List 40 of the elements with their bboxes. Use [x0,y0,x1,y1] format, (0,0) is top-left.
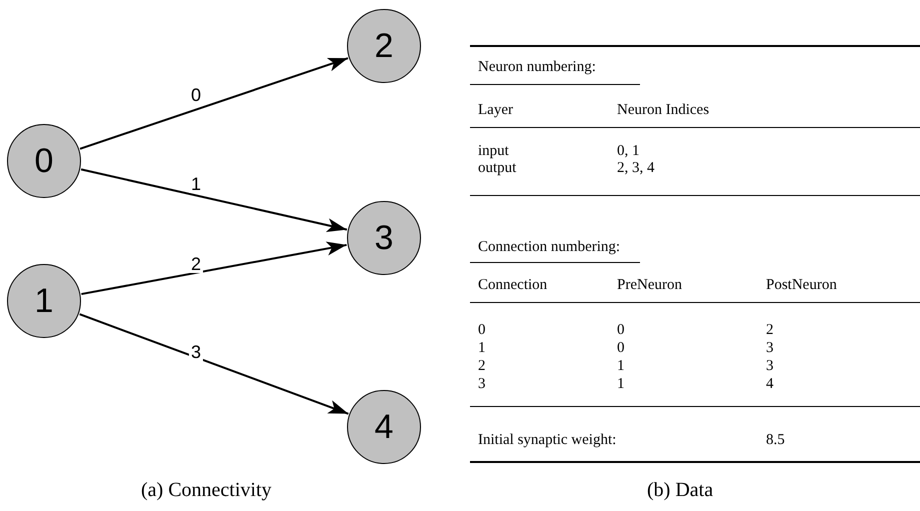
table-cell: 0, 1 [617,142,640,160]
neuron-circle: 4 [347,390,421,464]
arrow [80,168,348,232]
neuron-circle: 3 [347,201,421,275]
table-cell: 2 [766,322,774,338]
table-cell: 0 [617,340,624,356]
arrow [79,313,349,415]
table-heading: Initial synaptic weight: [478,432,616,448]
edge-label: 3 [189,343,203,361]
neuron-circle: 0 [7,124,81,198]
table-cell: Layer [478,102,513,118]
table-cell: 4 [766,376,774,392]
arrow [81,242,347,296]
neuron-circle: 2 [347,9,421,83]
table-cell: 0 [478,322,486,338]
table-cell: input [478,142,509,160]
table-heading: Connection numbering: [478,238,620,256]
edge-label: 0 [189,86,203,104]
arrow [80,57,348,150]
table-cell: Connection [478,276,548,294]
subfigure-caption: (b) Data [647,479,714,501]
table-cell: 3 [766,340,774,356]
table-cell: 3 [478,376,486,392]
table-cell: 0 [617,322,624,338]
table-cell: PostNeuron [766,276,837,294]
subfigure-caption: (a) Connectivity [141,479,272,501]
edge-label: 2 [189,255,203,273]
table-cell: 1 [478,340,486,356]
table-cell: PreNeuron [617,276,682,294]
table-heading: Neuron numbering: [478,58,596,76]
table-cell: 8.5 [766,432,785,448]
table-cell: 1 [617,358,624,374]
table-cell: Neuron Indices [617,102,710,118]
table-cell: output [478,160,516,176]
table-cell: 2 [478,358,486,374]
table-cell: 1 [617,376,624,392]
neuron-circle: 1 [7,264,81,338]
edge-label: 1 [189,175,203,193]
table-cell: 3 [766,358,774,374]
table-cell: 2, 3, 4 [617,160,654,176]
